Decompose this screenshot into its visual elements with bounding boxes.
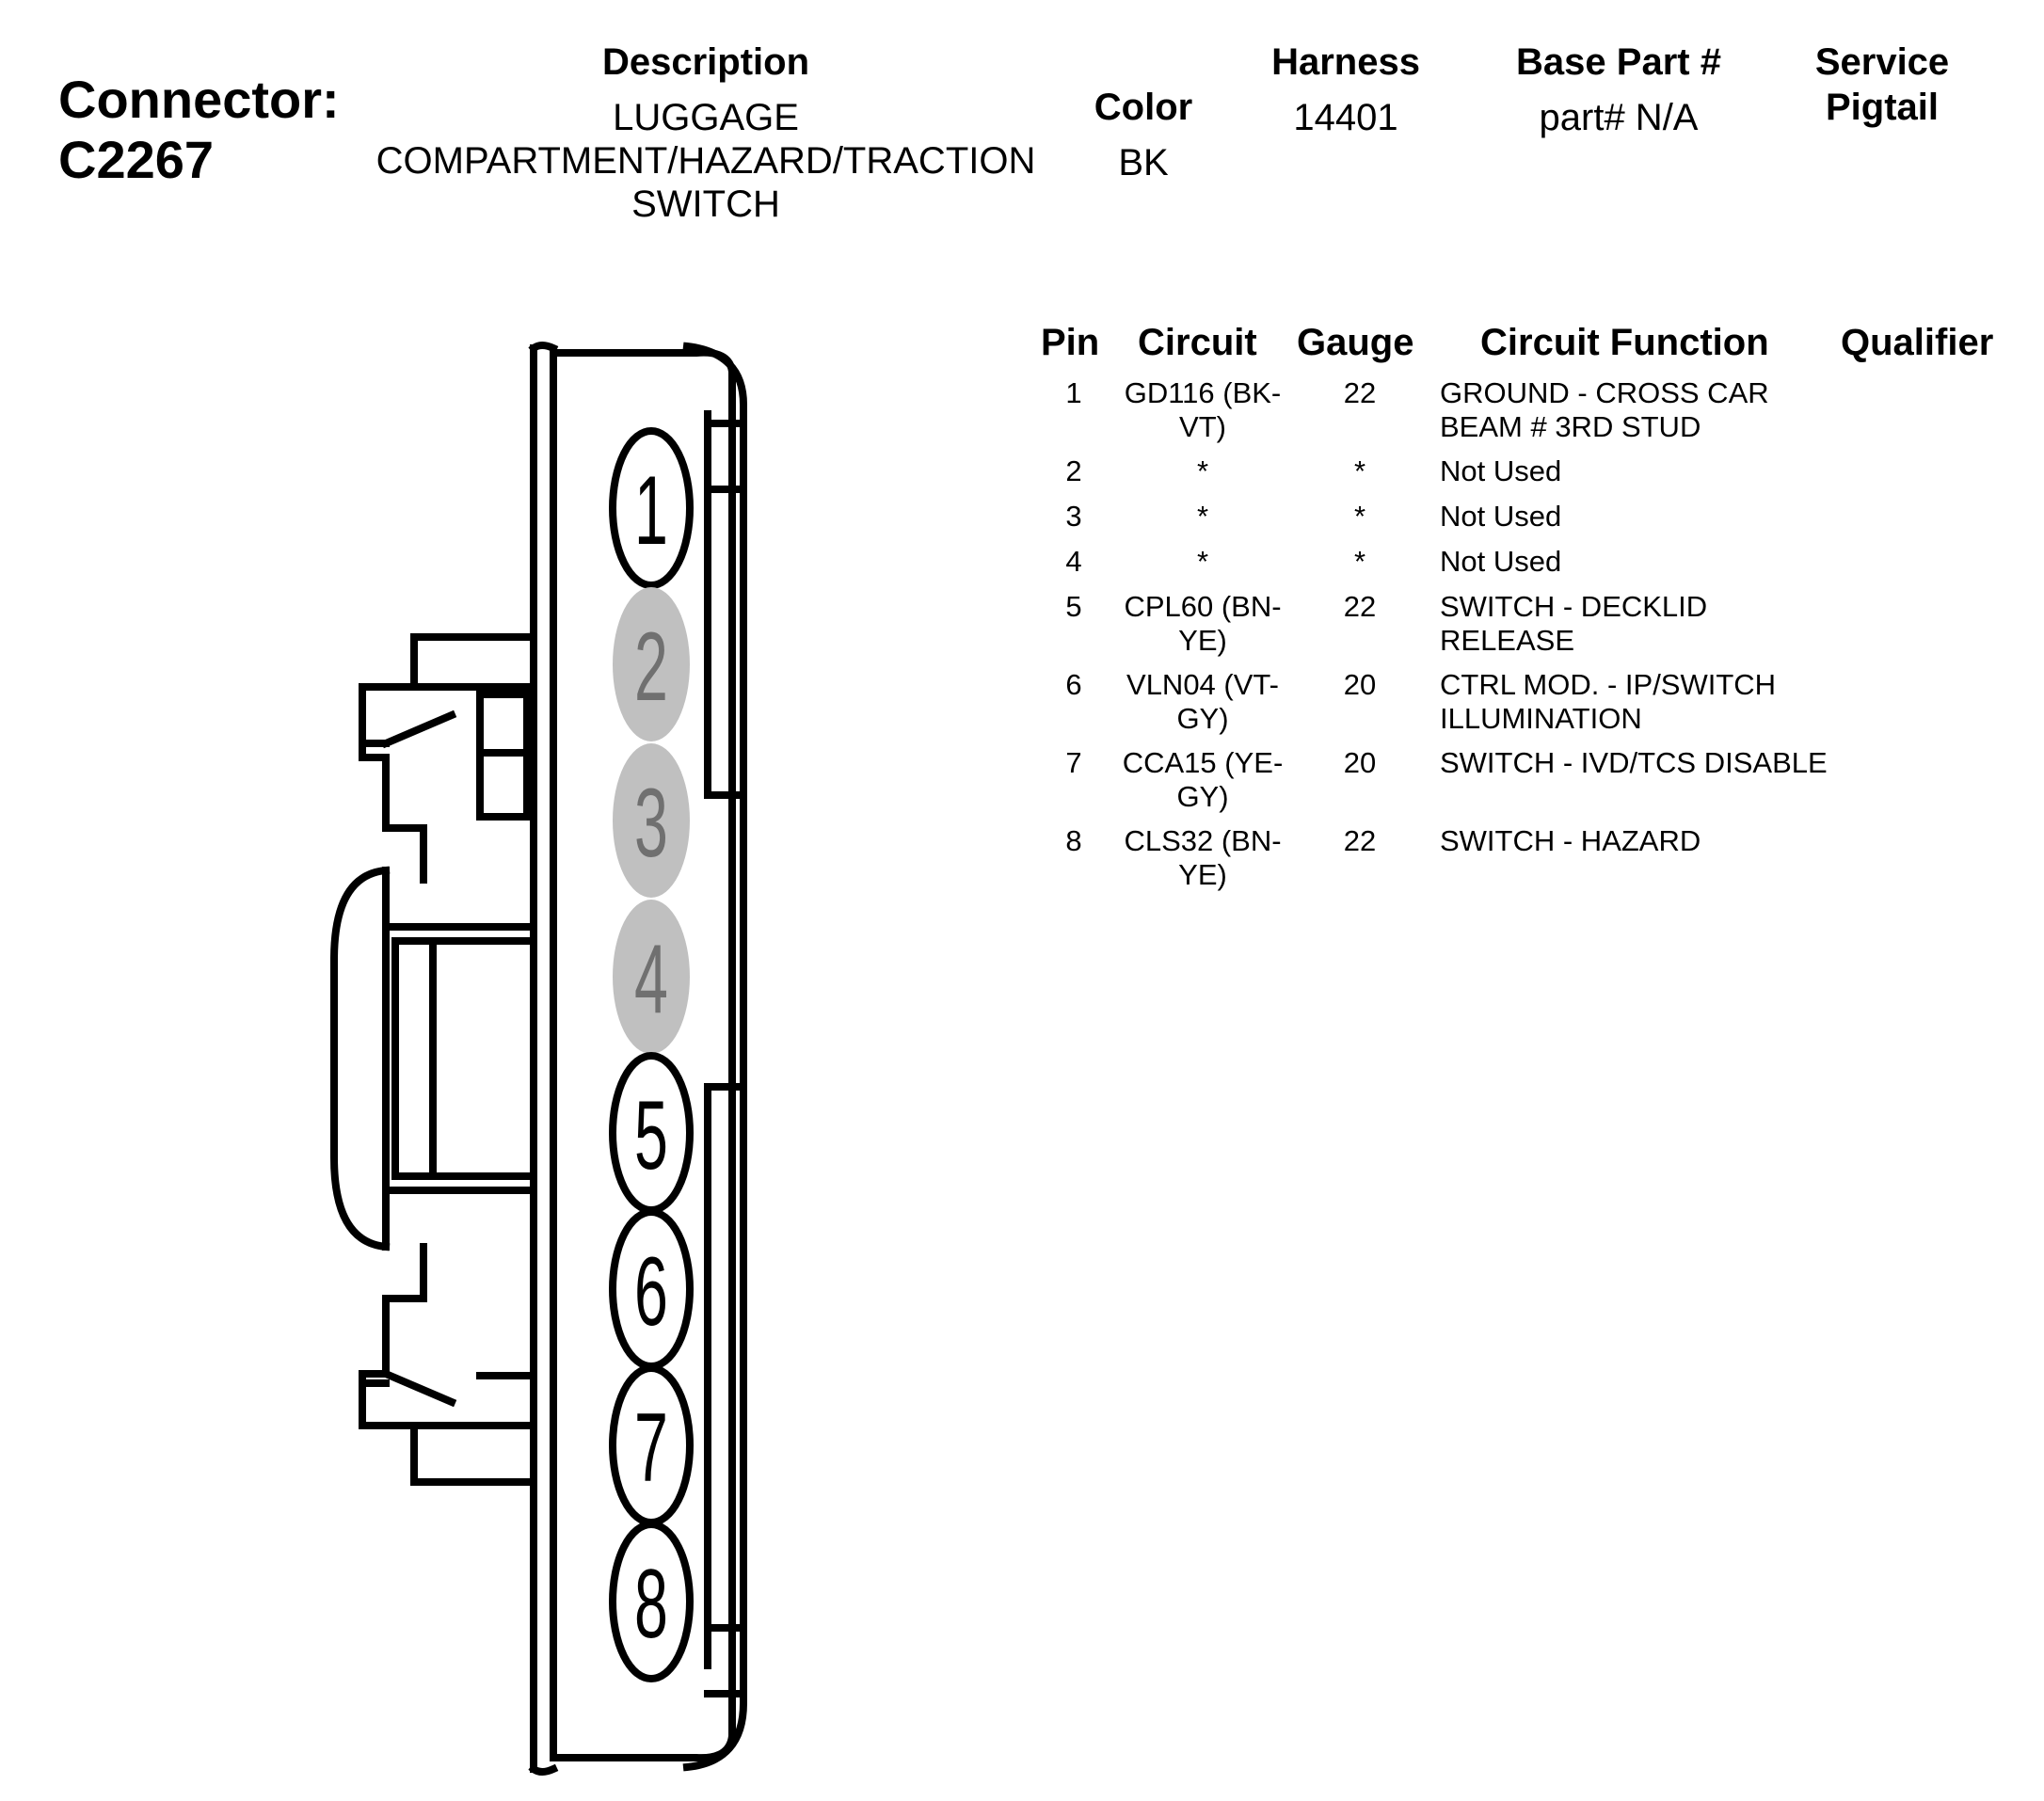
pin-number: 5 (1065, 590, 1082, 623)
wire-gauge: 22 (1343, 376, 1377, 409)
pin-number: 1 (1065, 376, 1082, 409)
cavity-outline (609, 427, 694, 589)
wire-gauge: * (1353, 500, 1366, 533)
pin-cavity-2: 2 (613, 587, 690, 741)
connector-label: Connector: (58, 70, 340, 129)
cavity-number: 1 (634, 456, 668, 565)
pin-cavity-1: 1 (609, 427, 694, 589)
pin-cavity-3: 3 (613, 743, 690, 898)
wire-gauge: 22 (1343, 590, 1377, 623)
connector-id: C2267 (58, 130, 215, 189)
cavity-outline (613, 900, 690, 1054)
pin-cavity-4: 4 (613, 900, 690, 1054)
pin-number: 3 (1065, 500, 1082, 533)
pin-number: 7 (1065, 746, 1082, 779)
circuit-function-header: Circuit Function (1480, 322, 1769, 363)
circuit-code: CCA15 (YE- GY) (1122, 746, 1284, 813)
gauge-header: Gauge (1297, 322, 1414, 363)
pin-cavity-5: 5 (609, 1052, 694, 1214)
circuit-code: * (1196, 454, 1209, 487)
cavity-number: 5 (634, 1081, 668, 1189)
pin-cavity-8: 8 (609, 1521, 694, 1682)
wire-gauge: 20 (1343, 668, 1377, 701)
description-heading: Description (601, 41, 810, 83)
circuit-function: SWITCH - HAZARD (1440, 824, 1701, 857)
wire-gauge: * (1353, 545, 1366, 578)
pin-number: 4 (1065, 545, 1082, 578)
base-part-heading: Base Part # (1516, 41, 1721, 83)
pin-header: Pin (1041, 322, 1100, 363)
description-value: LUGGAGE COMPARTMENT/HAZARD/TRACTION SWIT… (375, 97, 1036, 225)
circuit-code: VLN04 (VT- GY) (1126, 668, 1279, 735)
pin-cavity-6: 6 (609, 1208, 694, 1370)
wire-gauge: 22 (1343, 824, 1377, 857)
circuit-header: Circuit (1138, 322, 1257, 363)
cavity-outline (613, 743, 690, 898)
color-value: BK (1118, 142, 1169, 183)
harness-value: 14401 (1293, 97, 1398, 138)
wire-gauge: * (1353, 454, 1366, 487)
circuit-function: CTRL MOD. - IP/SWITCH ILLUMINATION (1440, 668, 1777, 735)
circuit-function: Not Used (1440, 454, 1562, 487)
wire-gauge: 20 (1343, 746, 1377, 779)
service-pigtail-heading: Service Pigtail (1814, 41, 1950, 128)
circuit-code: CPL60 (BN- YE) (1124, 590, 1282, 657)
cavity-number: 4 (634, 925, 668, 1033)
pin-number: 2 (1065, 454, 1082, 487)
cavity-number: 8 (634, 1550, 668, 1658)
circuit-function: SWITCH - DECKLID RELEASE (1440, 590, 1708, 657)
circuit-code: * (1196, 545, 1209, 578)
cavity-number: 6 (634, 1237, 668, 1346)
pin-number: 8 (1065, 824, 1082, 857)
cavity-number: 3 (634, 769, 668, 877)
cavity-group: 1 2 3 4 5 6 7 8 (609, 427, 694, 1682)
circuit-code: CLS32 (BN- YE) (1124, 824, 1282, 891)
cavity-number: 7 (634, 1394, 668, 1502)
cavity-outline (609, 1521, 694, 1682)
qualifier-header: Qualifier (1841, 322, 1994, 363)
harness-heading: Harness (1271, 41, 1420, 83)
circuit-function: GROUND - CROSS CAR BEAM # 3RD STUD (1440, 376, 1769, 443)
circuit-code: GD116 (BK- VT) (1124, 376, 1282, 443)
circuit-code: * (1196, 500, 1209, 533)
circuit-function: Not Used (1440, 545, 1562, 578)
cavity-outline (613, 587, 690, 741)
circuit-function: Not Used (1440, 500, 1562, 533)
connector-housing (330, 342, 747, 1776)
cavity-number: 2 (634, 613, 668, 721)
base-part-value: part# N/A (1539, 97, 1699, 138)
pin-number: 6 (1065, 668, 1082, 701)
pin-cavity-7: 7 (609, 1364, 694, 1526)
color-heading: Color (1094, 87, 1193, 128)
circuit-function: SWITCH - IVD/TCS DISABLE (1440, 746, 1828, 779)
